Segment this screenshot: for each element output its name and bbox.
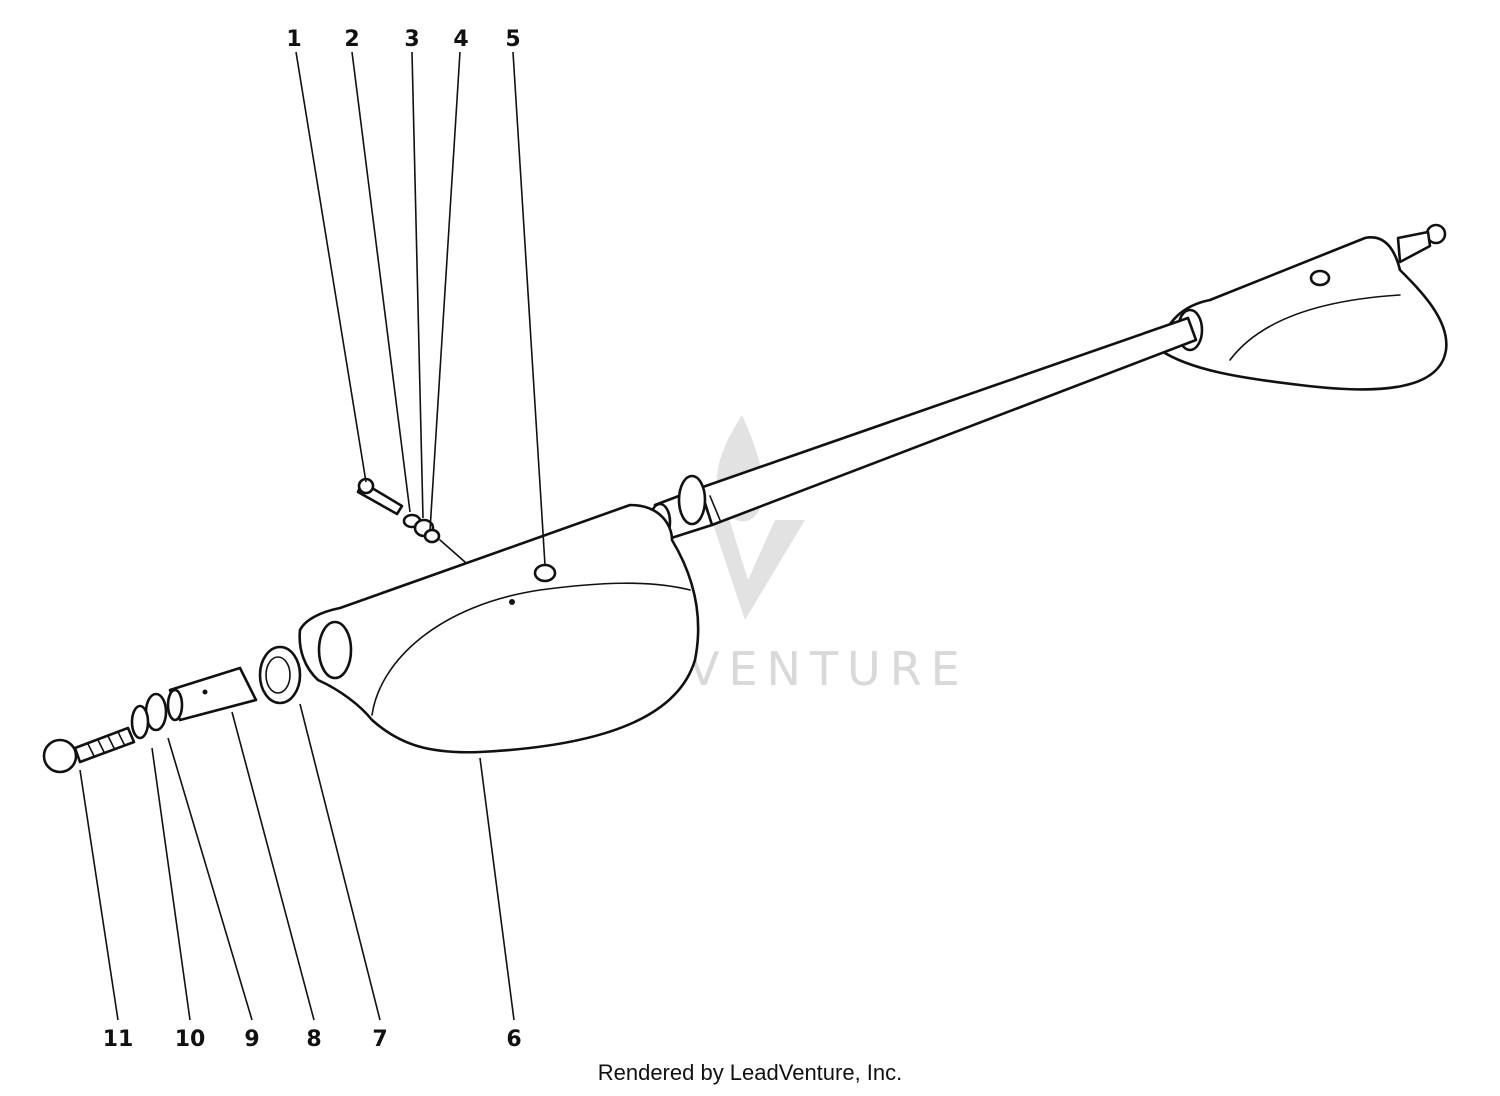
callout-7: 7 [372,1027,387,1052]
callout-10: 10 [175,1027,206,1052]
leader-line-8 [231,711,315,1021]
render-credit: Rendered by LeadVenture, Inc. [597,1060,903,1085]
bolt-assembly [356,477,466,563]
leader-line-6 [479,757,515,1021]
callout-11: 11 [103,1027,134,1052]
leader-line-11 [79,769,119,1021]
leader-lines [79,51,546,1021]
leader-line-2 [351,51,411,513]
leader-line-5 [512,51,546,566]
callout-3: 3 [404,27,419,52]
callout-9: 9 [244,1027,259,1052]
callouts: 1 2 3 4 5 6 7 8 9 10 11 [103,27,522,1052]
callout-2: 2 [344,27,359,52]
right-axle-end [1158,223,1448,391]
leader-line-10 [151,747,191,1021]
callout-6: 6 [506,1027,521,1052]
callout-4: 4 [453,27,468,52]
leader-line-3 [411,51,424,519]
leader-line-9 [167,737,253,1021]
callout-8: 8 [306,1027,321,1052]
axle-hardware [42,645,302,774]
main-housing [298,503,700,754]
callout-1: 1 [286,27,301,52]
leader-line-4 [429,51,461,531]
axle-tube [648,316,1198,542]
callout-5: 5 [505,27,520,52]
leader-line-7 [299,703,381,1021]
leader-line-1 [295,51,367,483]
